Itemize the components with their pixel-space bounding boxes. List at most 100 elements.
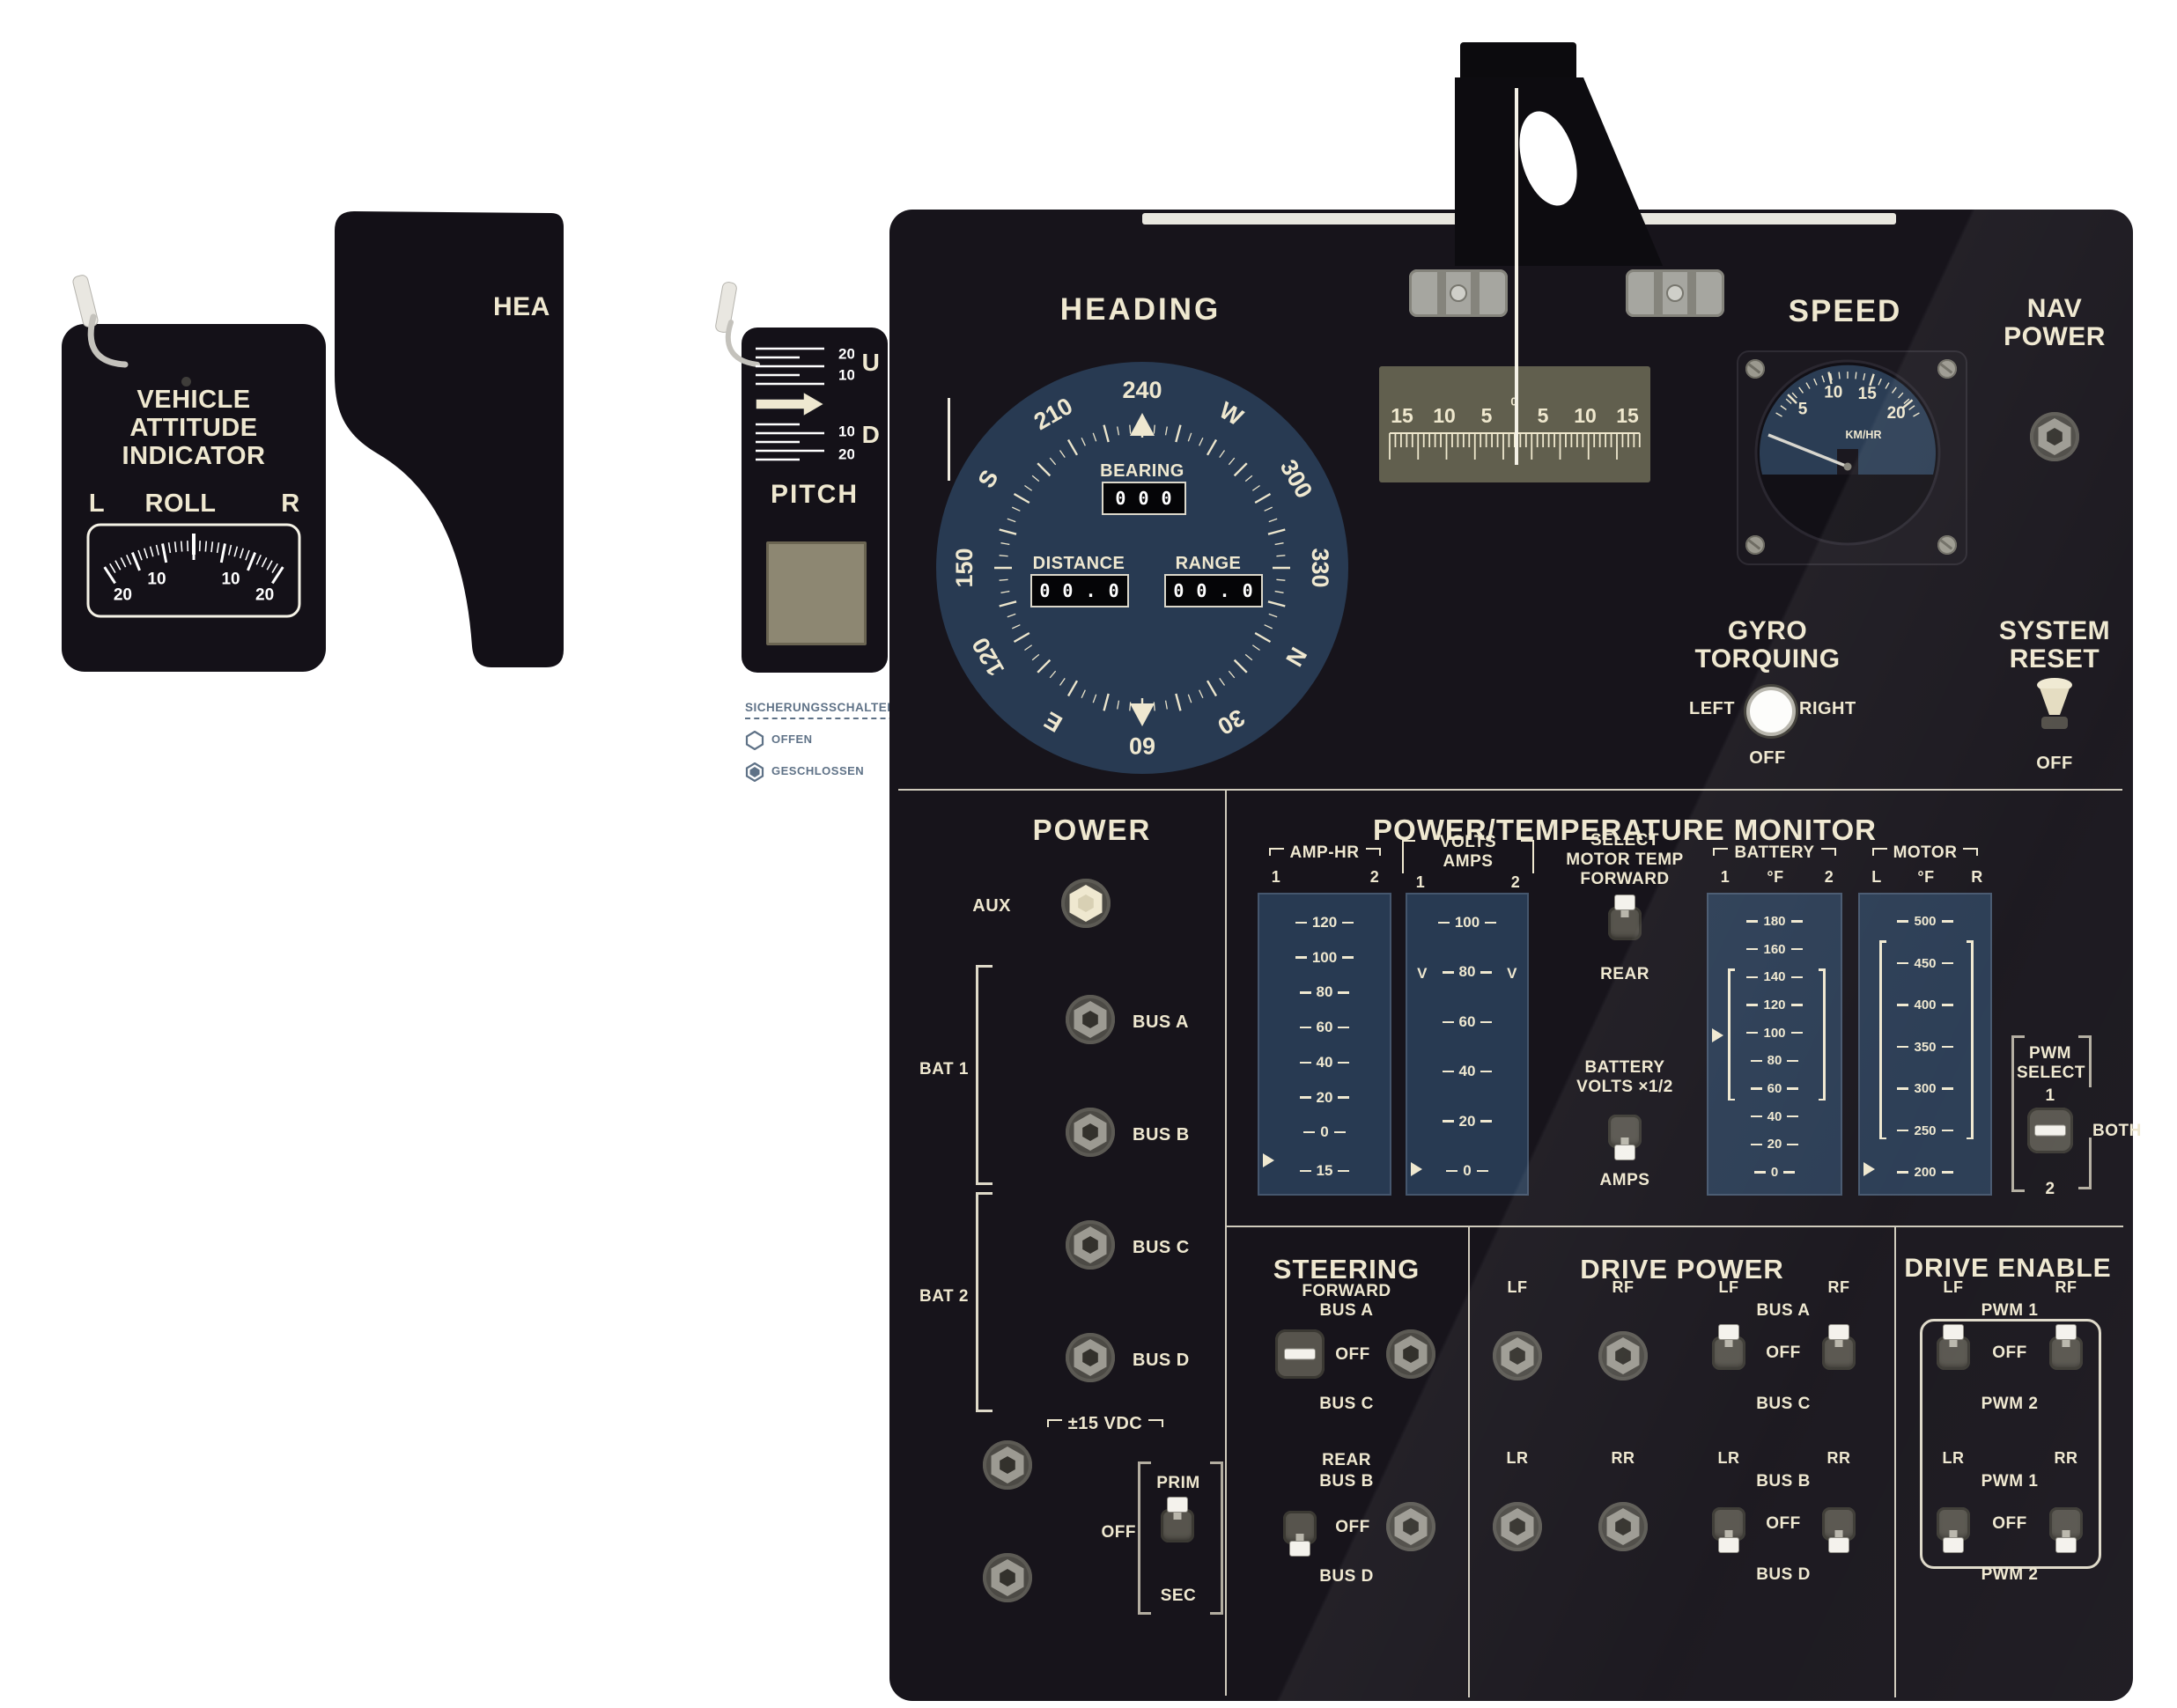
motor-temp-rear-label: REAR: [1600, 965, 1649, 983]
hex-nut-icon: [1394, 1508, 1428, 1545]
system-reset-switch[interactable]: [2035, 678, 2074, 748]
prim-sec-toggle[interactable]: [1158, 1497, 1197, 1553]
toggle-stem-icon: [1949, 1333, 1958, 1347]
dp-lr-breaker[interactable]: [1491, 1500, 1544, 1553]
pwm-select-switch[interactable]: [2027, 1108, 2073, 1153]
pitch-window: [766, 541, 867, 645]
dp-bus-a-label: BUS A: [1756, 1301, 1811, 1320]
bus-d-breaker[interactable]: [1064, 1331, 1117, 1384]
aux-breaker[interactable]: [1059, 877, 1112, 930]
dp-rr-switch[interactable]: [1819, 1497, 1858, 1553]
bus-b-label: BUS B: [1133, 1125, 1190, 1145]
bus-b-breaker[interactable]: [1064, 1106, 1117, 1159]
pwm-one-label: 1: [2045, 1086, 2055, 1105]
de-lr-switch[interactable]: [1934, 1497, 1973, 1553]
steering-bus-c-label: BUS C: [1319, 1395, 1374, 1413]
dp-lr-switch[interactable]: [1709, 1497, 1748, 1553]
svg-text:10: 10: [1433, 404, 1456, 427]
motor-col2: R: [1971, 868, 1983, 886]
dp-rr-switch-label: RR: [1826, 1449, 1851, 1467]
de-rr-switch[interactable]: [2047, 1497, 2085, 1553]
range-readout: 0 0 . 0: [1164, 574, 1263, 607]
speed-needle: [1767, 433, 1849, 468]
attitude-title-line1: VEHICLE: [137, 386, 251, 414]
gyro-torquing-knob[interactable]: [1746, 687, 1796, 736]
svg-text:20: 20: [1887, 404, 1906, 423]
vdc-breaker-2[interactable]: [981, 1551, 1034, 1604]
svg-text:15: 15: [1391, 404, 1413, 427]
steering-rear-switch[interactable]: [1280, 1500, 1319, 1557]
breaker-open-icon: [745, 731, 764, 750]
motor-temp-select-toggle[interactable]: [1605, 894, 1644, 951]
attitude-pin-lanyard-icon: [87, 313, 129, 368]
drive-enable-title: DRIVE ENABLE: [1904, 1254, 2112, 1283]
bracket-clamp-left[interactable]: [1409, 269, 1508, 317]
svg-text:10: 10: [1574, 404, 1597, 427]
gyro-right-label: RIGHT: [1799, 699, 1856, 718]
toggle-cap-icon: [1167, 1497, 1188, 1513]
hex-nut-icon: [2038, 418, 2071, 455]
hex-nut-icon: [1606, 1508, 1640, 1545]
screw-icon: [1937, 535, 1957, 555]
svg-text:330: 330: [1307, 548, 1333, 587]
screw-icon: [1745, 535, 1765, 555]
svg-text:10: 10: [838, 423, 854, 440]
de-lf-label: LF: [1943, 1278, 1964, 1296]
motor-range-bracket-right: [1967, 940, 1974, 1139]
svg-text:150: 150: [951, 548, 978, 587]
hex-nut-icon: [1074, 1114, 1107, 1151]
pwm-two-label: 2: [2045, 1180, 2055, 1198]
steering-forward-label: FORWARD: [1302, 1282, 1391, 1300]
steering-rear-off-label: OFF: [1335, 1518, 1370, 1536]
svg-text:15: 15: [1858, 385, 1878, 403]
de-rear-pwm1-label: PWM 1: [1981, 1472, 2039, 1491]
dp-rr-breaker[interactable]: [1597, 1500, 1649, 1553]
steering-rear-label: REAR: [1322, 1451, 1371, 1469]
dp-lf-switch[interactable]: [1709, 1324, 1748, 1380]
heading-title: HEADING: [1059, 292, 1221, 327]
pwm-bracket-right-top: [2078, 1035, 2092, 1087]
speed-title: SPEED: [1788, 294, 1902, 328]
gyro-left-label: LEFT: [1689, 699, 1735, 718]
nav-power-breaker[interactable]: [2028, 410, 2081, 463]
hex-nut-icon: [1501, 1508, 1534, 1545]
bracket-clamp-right[interactable]: [1626, 269, 1724, 317]
distance-readout: 0 0 . 0: [1030, 574, 1129, 607]
steering-forward-switch[interactable]: [1275, 1329, 1325, 1379]
dp-lr-switch-label: LR: [1717, 1449, 1740, 1467]
toggle-cap-icon: [1828, 1537, 1849, 1553]
aux-label: AUX: [972, 896, 1011, 916]
sec-label: SEC: [1160, 1587, 1197, 1605]
dp-lf-breaker[interactable]: [1491, 1329, 1544, 1382]
steering-title: STEERING: [1273, 1254, 1421, 1285]
toggle-cap-icon: [2055, 1324, 2077, 1340]
svg-text:10: 10: [147, 571, 166, 589]
pwm-label-line1: PWM: [2029, 1044, 2071, 1063]
de-lf-switch[interactable]: [1934, 1324, 1973, 1380]
volts-col2: 2: [1510, 873, 1521, 891]
volts-v-mark-left: V: [1417, 965, 1428, 982]
steering-rear-breaker[interactable]: [1384, 1500, 1437, 1553]
nav-power-line2: POWER: [2004, 322, 2106, 351]
prim-sec-off-label: OFF: [1101, 1523, 1136, 1542]
de-rf-switch[interactable]: [2047, 1324, 2085, 1380]
steering-forward-breaker[interactable]: [1384, 1328, 1437, 1380]
system-reset-line1: SYSTEM: [1998, 616, 2111, 645]
prim-sec-bracket-left: [1138, 1461, 1151, 1615]
svg-text:20: 20: [255, 585, 274, 604]
de-front-pwm1-label: PWM 1: [1981, 1301, 2039, 1320]
toggle-cap-icon: [1718, 1324, 1739, 1340]
bus-c-breaker[interactable]: [1064, 1218, 1117, 1271]
vdc-label: ±15 VDC: [1006, 1414, 1205, 1434]
battery-volts-amps-toggle[interactable]: [1605, 1104, 1644, 1160]
vdc-breaker-1[interactable]: [981, 1439, 1034, 1491]
motor-temp-label-line2: MOTOR TEMP: [1566, 850, 1684, 869]
bus-d-label: BUS D: [1133, 1351, 1190, 1370]
dp-rf-switch[interactable]: [1819, 1324, 1858, 1380]
battery-range-bracket-left: [1728, 968, 1734, 1101]
hex-nut-icon: [1394, 1336, 1428, 1373]
volts-v-mark-right: V: [1507, 965, 1517, 982]
bus-a-breaker[interactable]: [1064, 993, 1117, 1046]
dp-rf-breaker[interactable]: [1597, 1329, 1649, 1382]
